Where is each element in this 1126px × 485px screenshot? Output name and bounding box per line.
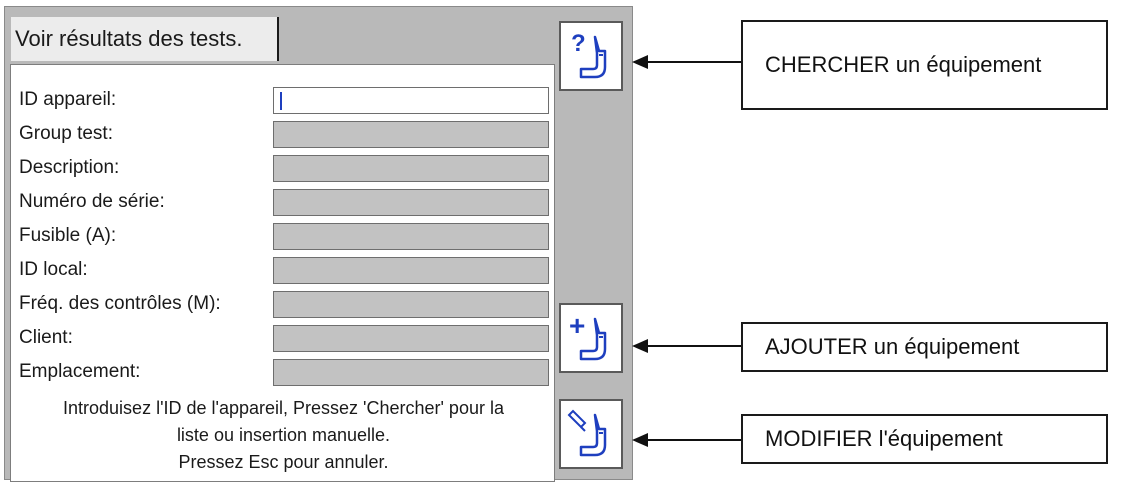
location-label: Emplacement: <box>19 361 141 382</box>
fuse-label: Fusible (A): <box>19 225 117 246</box>
search-callout-suffix: un équipement <box>889 52 1042 77</box>
test-frequency-field[interactable] <box>273 291 549 318</box>
serial-number-label: Numéro de série: <box>19 191 165 212</box>
tab-test-results[interactable]: Voir résultats des tests. <box>11 17 279 61</box>
add-arrow-icon <box>632 339 742 353</box>
form-row-client: Client: <box>11 325 556 352</box>
location-field[interactable] <box>273 359 549 386</box>
description-field[interactable] <box>273 155 549 182</box>
device-id-label: ID appareil: <box>19 89 117 110</box>
text-cursor <box>280 92 282 110</box>
local-id-label: ID local: <box>19 259 88 280</box>
help-line-3: Pressez Esc pour annuler. <box>178 452 389 472</box>
group-test-label: Group test: <box>19 123 113 144</box>
edit-callout-prefix: MODIFIER <box>765 426 873 451</box>
add-callout-prefix: AJOUTER <box>765 334 868 359</box>
fuse-field[interactable] <box>273 223 549 250</box>
help-line-2: liste ou insertion manuelle. <box>176 425 391 445</box>
add-equipment-button[interactable]: + <box>559 303 623 373</box>
form-row-location: Emplacement: <box>11 359 556 386</box>
probe-plus-icon: + <box>569 310 607 361</box>
probe-pencil-icon <box>567 409 607 457</box>
device-id-input[interactable] <box>274 88 548 113</box>
form-row-local-id: ID local: <box>11 257 556 284</box>
form-row-description: Description: <box>11 155 556 182</box>
form-row-test-frequency: Fréq. des contrôles (M): <box>11 291 556 318</box>
add-callout-suffix: un équipement <box>867 334 1020 359</box>
svg-text:?: ? <box>571 30 586 57</box>
add-callout: AJOUTER un équipement <box>741 322 1108 372</box>
help-text: Introduisez l'ID de l'appareil, Pressez … <box>11 395 556 476</box>
description-label: Description: <box>19 157 120 178</box>
edit-callout: MODIFIER l'équipement <box>741 414 1108 464</box>
edit-equipment-button[interactable] <box>559 399 623 469</box>
form-row-device-id: ID appareil: <box>11 87 556 114</box>
device-form-panel: ID appareil: Group test: Description: Nu… <box>10 64 555 482</box>
help-line-1: Introduisez l'ID de l'appareil, Pressez … <box>63 398 504 418</box>
search-callout-prefix: CHERCHER <box>765 52 890 77</box>
group-test-field[interactable] <box>273 121 549 148</box>
probe-question-icon: ? <box>571 30 607 79</box>
client-field[interactable] <box>273 325 549 352</box>
form-row-serial-number: Numéro de série: <box>11 189 556 216</box>
svg-text:+: + <box>569 310 585 341</box>
client-label: Client: <box>19 327 73 348</box>
test-frequency-label: Fréq. des contrôles (M): <box>19 293 221 314</box>
form-row-fuse: Fusible (A): <box>11 223 556 250</box>
form-row-group-test: Group test: <box>11 121 556 148</box>
search-equipment-button[interactable]: ? <box>559 21 623 91</box>
search-callout: CHERCHER un équipement <box>741 20 1108 110</box>
edit-arrow-icon <box>632 433 742 447</box>
device-id-field[interactable] <box>273 87 549 114</box>
tester-screen: Voir résultats des tests. ID appareil: G… <box>4 6 633 482</box>
search-arrow-icon <box>632 55 742 69</box>
serial-number-field[interactable] <box>273 189 549 216</box>
edit-callout-suffix: l'équipement <box>872 426 1003 451</box>
local-id-field[interactable] <box>273 257 549 284</box>
